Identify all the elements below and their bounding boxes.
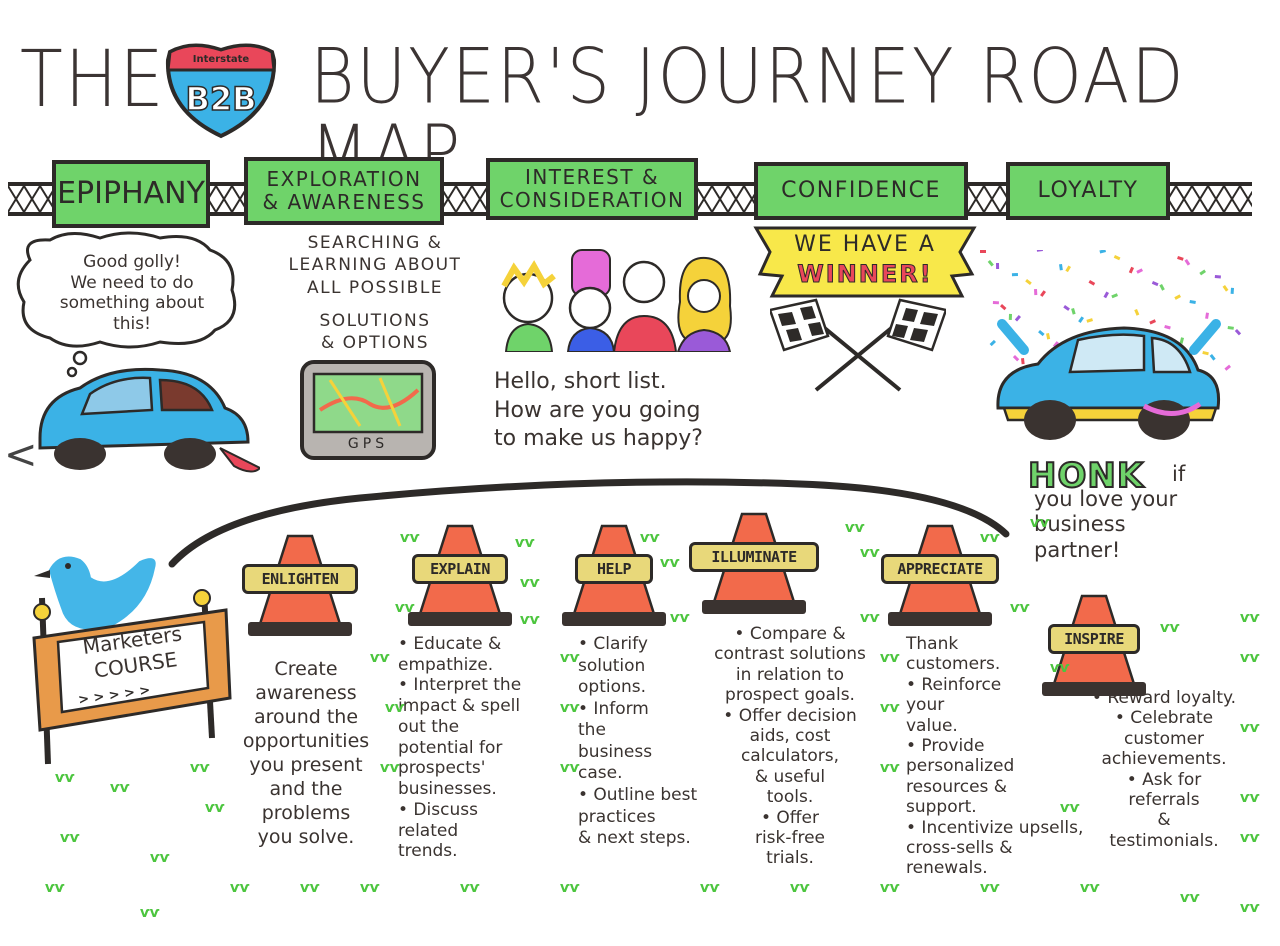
- grass-tuft: ѵѵ: [860, 610, 880, 626]
- grass-tuft: ѵѵ: [660, 555, 680, 571]
- appreciate-text: Thank customers. • Reinforce your value.…: [906, 634, 1084, 879]
- grass-tuft: ѵѵ: [1240, 650, 1260, 666]
- grass-tuft: ѵѵ: [360, 880, 380, 896]
- loyalty-text: if you love your business partner!: [1034, 462, 1186, 562]
- grass-tuft: ѵѵ: [560, 700, 580, 716]
- grass-tuft: ѵѵ: [460, 880, 480, 896]
- exploration-text-1: SEARCHING & LEARNING ABOUT ALL POSSIBLE: [288, 233, 462, 298]
- grass-tuft: ѵѵ: [1030, 515, 1050, 531]
- grass-tuft: ѵѵ: [520, 612, 540, 628]
- banner-text-1: WE HAVE A: [794, 232, 936, 257]
- grass-tuft: ѵѵ: [1050, 660, 1070, 676]
- grass-tuft: ѵѵ: [980, 880, 1000, 896]
- grass-tuft: ѵѵ: [560, 880, 580, 896]
- grass-tuft: ѵѵ: [110, 780, 130, 796]
- stage-exploration: EXPLORATION & AWARENESS: [244, 157, 444, 225]
- grass-tuft: ѵѵ: [560, 760, 580, 776]
- grass-tuft: ѵѵ: [45, 880, 65, 896]
- stage-loyalty: LOYALTY: [1006, 162, 1170, 220]
- cone-sign-illuminate: ILLUMINATE: [689, 542, 819, 572]
- grass-tuft: ѵѵ: [860, 545, 880, 561]
- gps-label: GPS: [347, 436, 389, 452]
- grass-tuft: ѵѵ: [385, 700, 405, 716]
- grass-tuft: ѵѵ: [205, 800, 225, 816]
- winner-banner: WE HAVE A WINNER!: [752, 222, 978, 300]
- grass-tuft: ѵѵ: [845, 520, 865, 536]
- shield-top-text: Interstate: [192, 54, 250, 65]
- previous-arrow-icon[interactable]: <: [4, 432, 38, 478]
- inspire-text: • Reward loyalty. • Celebrate customer a…: [1091, 688, 1237, 851]
- help-text: • Clarify solution options. • Inform the…: [578, 634, 698, 849]
- enlighten-text: Create awareness around the opportunitie…: [242, 658, 370, 848]
- grass-tuft: ѵѵ: [1060, 800, 1080, 816]
- page-title: BUYER'S JOURNEY ROAD MAP: [310, 33, 1186, 198]
- grass-tuft: ѵѵ: [380, 760, 400, 776]
- shield-main-text: B2B: [185, 79, 258, 119]
- broken-car-image: [20, 358, 262, 478]
- cone-sign-explain: EXPLAIN: [412, 554, 508, 584]
- grass-tuft: ѵѵ: [880, 760, 900, 776]
- grass-tuft: ѵѵ: [1080, 880, 1100, 896]
- interstate-shield: Interstate B2B: [162, 40, 280, 140]
- thought-bubble: Good golly! We need to do something abou…: [10, 230, 242, 378]
- grass-tuft: ѵѵ: [190, 760, 210, 776]
- stage-epiphany: EPIPHANY: [52, 160, 210, 228]
- grass-tuft: ѵѵ: [670, 610, 690, 626]
- grass-tuft: ѵѵ: [515, 535, 535, 551]
- happy-car-image: [994, 310, 1226, 450]
- bubble-text: Good golly! We need to do something abou…: [59, 252, 205, 335]
- grass-tuft: ѵѵ: [400, 530, 420, 546]
- stage-interest-label: INTEREST & CONSIDERATION: [499, 165, 685, 212]
- grass-tuft: ѵѵ: [300, 880, 320, 896]
- honk-text: HONK: [1027, 455, 1145, 497]
- people-group-image: [494, 246, 734, 353]
- grass-tuft: ѵѵ: [60, 830, 80, 846]
- grass-tuft: ѵѵ: [395, 600, 415, 616]
- banner-text-2: WINNER!: [797, 260, 933, 289]
- grass-tuft: ѵѵ: [1240, 610, 1260, 626]
- stage-exploration-label: EXPLORATION & AWARENESS: [262, 167, 426, 214]
- grass-tuft: ѵѵ: [790, 880, 810, 896]
- grass-tuft: ѵѵ: [640, 530, 660, 546]
- title-the: THE: [20, 33, 166, 126]
- gps-device-image: GPS: [300, 360, 436, 460]
- grass-tuft: ѵѵ: [140, 905, 160, 921]
- grass-tuft: ѵѵ: [1240, 790, 1260, 806]
- road-arc: [160, 472, 1020, 572]
- grass-tuft: ѵѵ: [230, 880, 250, 896]
- cone-sign-appreciate: APPRECIATE: [881, 554, 999, 584]
- grass-tuft: ѵѵ: [55, 770, 75, 786]
- grass-tuft: ѵѵ: [1240, 900, 1260, 916]
- grass-tuft: ѵѵ: [520, 575, 540, 591]
- cone-sign-enlighten: ENLIGHTEN: [242, 564, 358, 594]
- bird-icon: [30, 548, 160, 638]
- grass-tuft: ѵѵ: [880, 880, 900, 896]
- exploration-text-2: SOLUTIONS & OPTIONS: [319, 311, 431, 354]
- grass-tuft: ѵѵ: [370, 650, 390, 666]
- checkered-flags-icon: [768, 296, 948, 392]
- grass-tuft: ѵѵ: [1160, 620, 1180, 636]
- grass-tuft: ѵѵ: [560, 650, 580, 666]
- grass-tuft: ѵѵ: [700, 880, 720, 896]
- grass-tuft: ѵѵ: [1240, 720, 1260, 736]
- grass-tuft: ѵѵ: [980, 530, 1000, 546]
- stage-confidence: CONFIDENCE: [754, 162, 968, 220]
- cone-sign-help: HELP: [575, 554, 653, 584]
- cone-sign-inspire: INSPIRE: [1048, 624, 1140, 654]
- stage-interest: INTEREST & CONSIDERATION: [486, 158, 698, 220]
- explain-text: • Educate & empathize. • Interpret the i…: [398, 634, 522, 862]
- illuminate-text: • Compare & contrast solutions in relati…: [714, 624, 866, 869]
- grass-tuft: ѵѵ: [1180, 890, 1200, 906]
- grass-tuft: ѵѵ: [880, 650, 900, 666]
- grass-tuft: ѵѵ: [1010, 600, 1030, 616]
- interest-text: Hello, short list. How are you going to …: [494, 369, 703, 452]
- grass-tuft: ѵѵ: [880, 700, 900, 716]
- grass-tuft: ѵѵ: [1240, 830, 1260, 846]
- marketers-course-sign: Marketers COURSE > > > > >: [20, 588, 234, 768]
- grass-tuft: ѵѵ: [150, 850, 170, 866]
